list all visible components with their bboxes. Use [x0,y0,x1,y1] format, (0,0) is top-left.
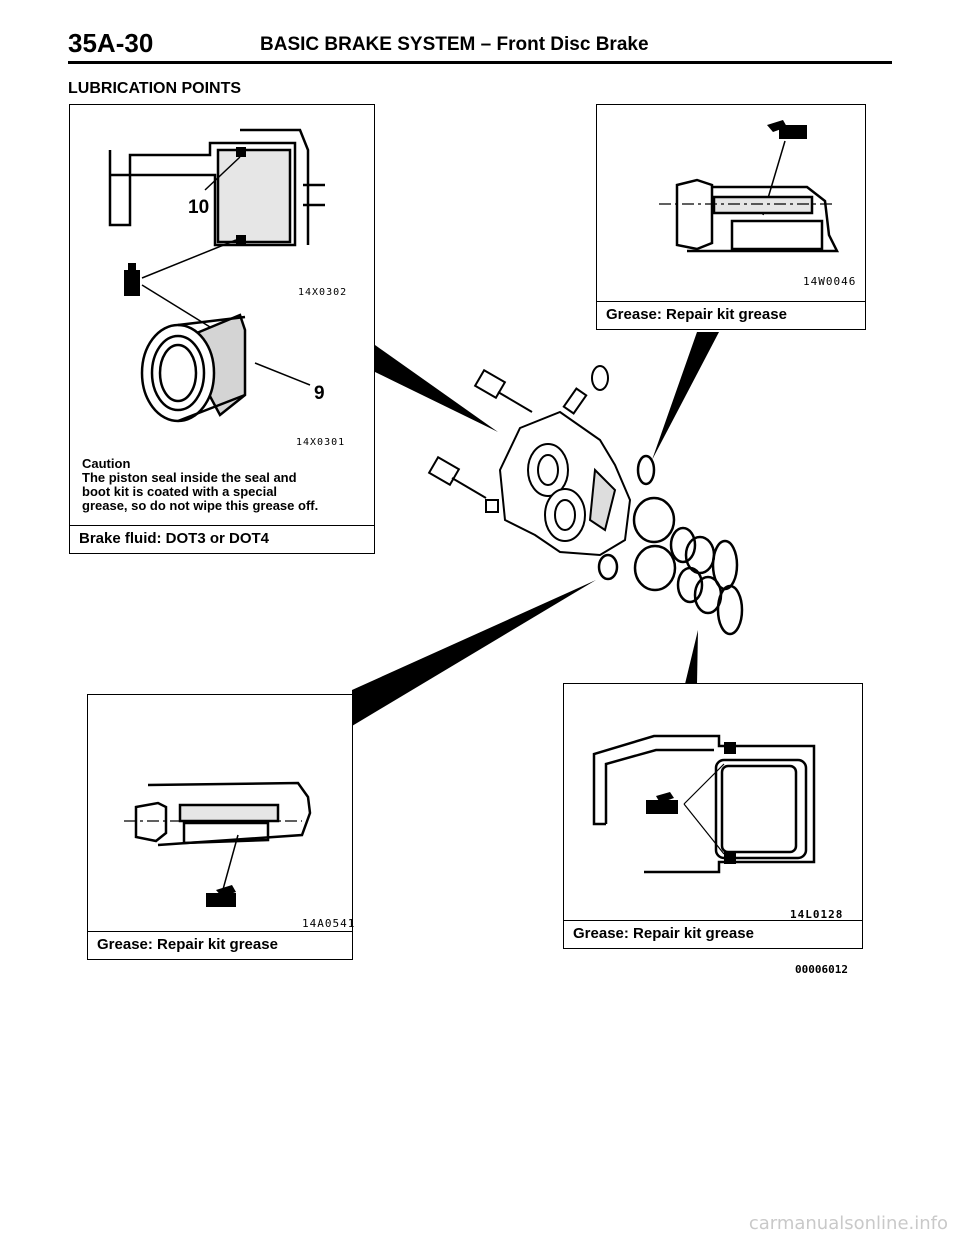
watermark: carmanualsonline.info [748,1213,948,1234]
figure-code: 14W0046 [803,275,857,288]
figure-code: 14A0541 [302,917,356,930]
guide-pins [427,368,533,499]
guide-pin-section-drawing [659,120,840,253]
caliper-body [498,410,632,557]
caution-line: The piston seal inside the seal and [82,470,297,485]
lubrication-panel-lock-pin: 14A0541 Grease: Repair kit grease [87,694,356,960]
header-divider [68,61,892,64]
pointer-wedge-bottom-left [352,580,596,726]
caution-line: boot kit is coated with a special [82,484,278,499]
page-number: 35A-30 [68,28,154,58]
figure-code: 14X0302 [298,287,348,298]
lubricant-caption: Grease: Repair kit grease [88,931,352,959]
figure-id: 00006012 [795,963,848,976]
pointer-wedge-top-left [375,345,498,432]
caliper-section-drawing [108,128,325,423]
callout-10: 10 [188,197,210,218]
pistons-and-seals [597,454,744,636]
brake-fluid-bottle-icon [124,263,140,296]
caution-line: grease, so do not wipe this grease off. [82,498,319,513]
caution-note: Caution The piston seal inside the seal … [82,457,318,513]
lubricant-caption: Grease: Repair kit grease [597,301,865,329]
lubricant-caption: Grease: Repair kit grease [564,920,862,948]
bleeder-screw [562,365,609,415]
pointer-wedge-bottom-right [685,630,698,684]
grease-gun-icon [767,120,807,139]
figure-code: 14X0301 [296,437,346,448]
lubricant-caption: Brake fluid: DOT3 or DOT4 [70,525,374,553]
caution-heading: Caution [82,456,131,471]
lubrication-panel-piston-seal: 10 9 14X0302 14X0301 Caution The piston … [69,104,375,554]
lubrication-panel-guide-pin: 14W0046 Grease: Repair kit grease [596,104,866,330]
grease-gun-icon [646,792,678,814]
figure-code: 14L0128 [790,908,844,921]
lock-pin-section-drawing [124,781,312,907]
page-title: BASIC BRAKE SYSTEM – Front Disc Brake [260,34,649,55]
lubrication-panel-pad-shim: 14L0128 Grease: Repair kit grease [563,683,863,949]
callout-9: 9 [314,383,325,404]
grease-gun-icon [206,885,236,907]
pad-shim-drawing [592,734,816,874]
piston-drawing [140,313,247,423]
section-title: LUBRICATION POINTS [68,80,242,97]
pointer-wedge-top-right [652,332,719,460]
